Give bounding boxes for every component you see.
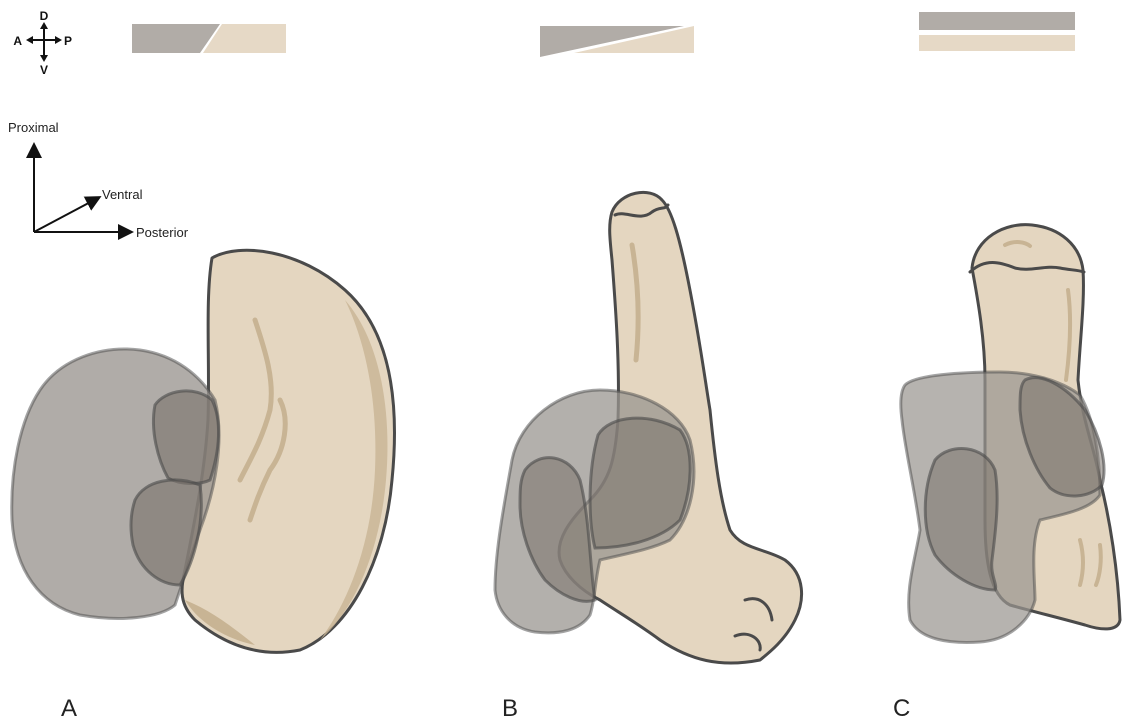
legend-bar-c-grey [919,12,1075,30]
legend-bar-c [919,12,1075,51]
axis-ventral-label: Ventral [102,187,143,202]
legend-bar-b [540,26,694,57]
axis-proximal-label: Proximal [8,120,59,135]
compass-posterior-label: P [64,34,72,48]
bone-illustration-a [12,250,395,652]
bone-illustration-c [901,225,1120,643]
compass-anterior-label: A [13,34,22,48]
bone-a-lobe-upper [153,391,218,484]
axis-posterior-label: Posterior [136,225,189,240]
compass-rose: D V A P [13,9,72,77]
axis-triad: Proximal Ventral Posterior [8,120,189,240]
panel-letter-b: B [502,695,518,722]
compass-dorsal-label: D [40,9,49,23]
legend-bar-c-beige [919,35,1075,51]
panel-letter-c: C [893,695,910,722]
legend-bar-a [132,24,286,53]
panel-letter-a: A [61,695,77,722]
bone-illustration-b [495,192,802,663]
compass-ventral-label: V [40,63,48,77]
